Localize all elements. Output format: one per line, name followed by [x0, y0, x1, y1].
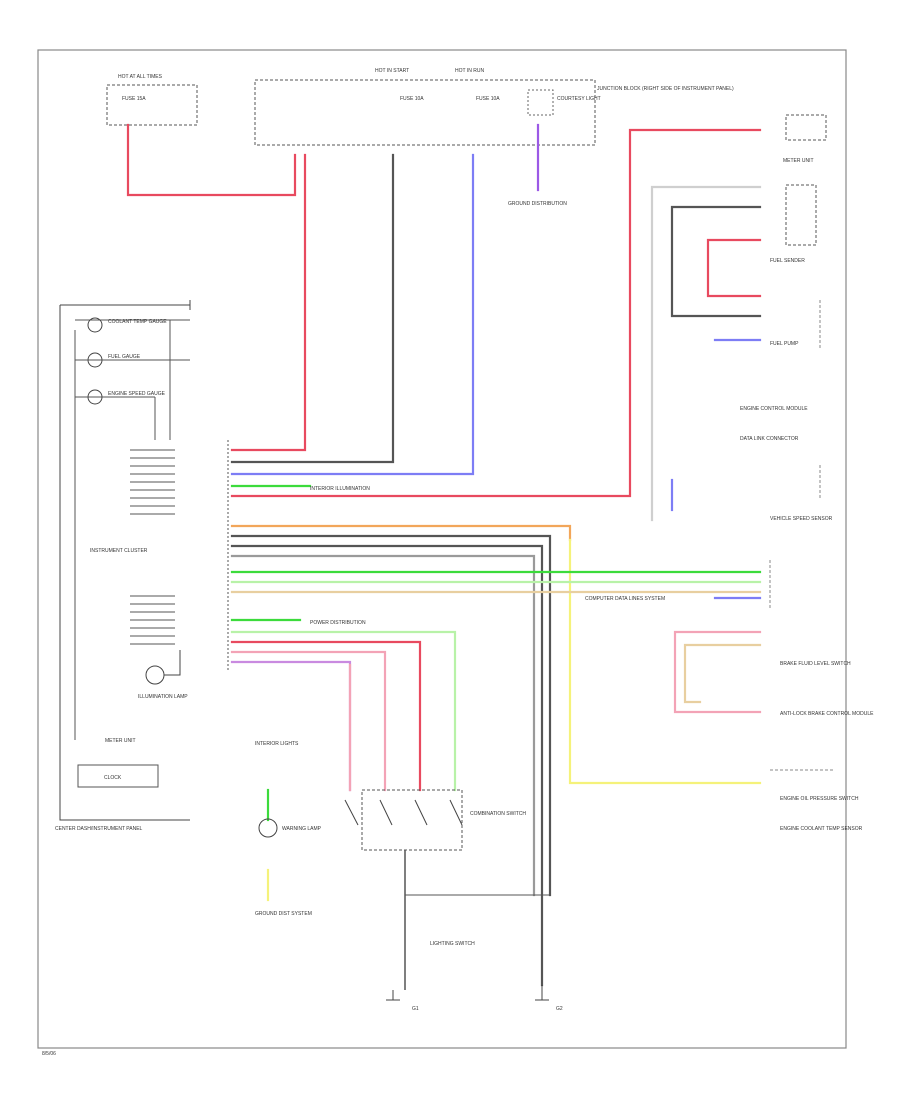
interior-illum-label: INTERIOR ILLUMINATION — [310, 486, 370, 492]
wire-tan-abs — [683, 643, 762, 704]
oil-pressure-label: ENGINE OIL PRESSURE SWITCH — [780, 796, 859, 802]
ground-left-label: G1 — [412, 1006, 419, 1012]
wire-red-fuse — [126, 123, 297, 197]
ground-right-label: G2 — [556, 1006, 563, 1012]
wire-red-main — [230, 153, 307, 452]
combination-switch-label: COMBINATION SWITCH — [470, 811, 526, 817]
wire-vio-bottom — [230, 660, 352, 792]
illumination-lamp-bottom — [258, 818, 278, 838]
wire-blu-main — [230, 153, 475, 476]
interior-lights-label: INTERIOR LIGHTS — [255, 741, 299, 747]
gauge-1-label: FUEL GAUGE — [108, 354, 141, 360]
wire-blk-main — [230, 153, 395, 464]
wire-fuel-gray — [650, 185, 762, 522]
wire-fuel-loop-blk — [670, 205, 762, 318]
cluster-pins-bottom — [130, 595, 175, 645]
junction-block: HOT IN START HOT IN RUN FUSE 10A FUSE 10… — [254, 68, 734, 146]
to-abs-label: COMPUTER DATA LINES SYSTEM — [585, 596, 665, 602]
warning-lamp-label: WARNING LAMP — [282, 826, 322, 832]
ground-system-label: GROUND DIST SYSTEM — [255, 911, 312, 917]
fuel-sender-box — [785, 184, 817, 246]
fuse-a-label: FUSE 15A — [122, 96, 146, 102]
vss-label: VEHICLE SPEED SENSOR — [770, 516, 833, 522]
ground-left: G1 — [386, 990, 419, 1012]
gauge-2-label: ENGINE SPEED GAUGE — [108, 391, 166, 397]
meter-label: METER UNIT — [105, 738, 136, 744]
clock-label: CLOCK — [104, 775, 122, 781]
instrument-cluster: COOLANT TEMP GAUGE FUEL GAUGE ENGINE SPE… — [55, 300, 191, 832]
brake-fluid-label: BRAKE FLUID LEVEL SWITCH — [780, 661, 851, 667]
hot-in-start-label: HOT IN START — [375, 68, 409, 74]
wire-red-bottom — [230, 640, 422, 792]
illumination-lamp-label: ILLUMINATION LAMP — [138, 694, 188, 700]
cluster-caption: CENTER DASH/INSTRUMENT PANEL — [55, 826, 143, 832]
ecm-label: ENGINE CONTROL MODULE — [740, 406, 808, 412]
wire-pnk-abs — [673, 630, 762, 714]
fuse-block-left: HOT AT ALL TIMES FUSE 15A — [106, 74, 198, 126]
wire-blk-a — [230, 534, 552, 897]
meter-unit-label: METER UNIT — [783, 158, 814, 164]
cluster-pins-top — [130, 449, 175, 515]
instrument-cluster-label: INSTRUMENT CLUSTER — [90, 548, 148, 554]
wire-ltgrn-bottom — [230, 630, 457, 792]
wire-gry-c — [230, 554, 536, 897]
combination-switch: COMBINATION SWITCH — [344, 789, 550, 990]
courtesy-label: COURTESY LIGHT — [557, 96, 601, 102]
wire-red-right — [230, 128, 762, 498]
hot-at-all-times-label: HOT AT ALL TIMES — [118, 74, 163, 80]
meter-unit-box — [785, 114, 827, 141]
fuse-b-label: FUSE 10A — [400, 96, 424, 102]
ground-right: G2 — [535, 985, 563, 1012]
wire-orange — [230, 524, 572, 542]
footer-code: 8/5/06 — [42, 1051, 56, 1057]
fuel-pump-label: FUEL PUMP — [770, 341, 799, 347]
anti-lock-label: ANTI-LOCK BRAKE CONTROL MODULE — [780, 711, 874, 717]
fuse-c-label: FUSE 10A — [476, 96, 500, 102]
junction-block-label: JUNCTION BLOCK (RIGHT SIDE OF INSTRUMENT… — [597, 86, 734, 92]
fuel-sender-label: FUEL SENDER — [770, 258, 805, 264]
power-dist-label: POWER DISTRIBUTION — [310, 620, 366, 626]
lighting-switch-label: LIGHTING SWITCH — [430, 941, 475, 947]
gauge-0-label: COOLANT TEMP GAUGE — [108, 319, 167, 325]
hot-in-run-label: HOT IN RUN — [455, 68, 484, 74]
data-link-label: DATA LINK CONNECTOR — [740, 436, 799, 442]
wire-fuel-loop-red — [706, 238, 762, 298]
ground-dist-label: GROUND DISTRIBUTION — [508, 201, 567, 207]
wire-blk-b — [230, 544, 544, 987]
wire-yellow — [568, 538, 762, 785]
wire-pnk-bottom — [230, 650, 387, 792]
diagram-frame — [37, 49, 847, 1049]
engine-coolant-label: ENGINE COOLANT TEMP SENSOR — [780, 826, 863, 832]
